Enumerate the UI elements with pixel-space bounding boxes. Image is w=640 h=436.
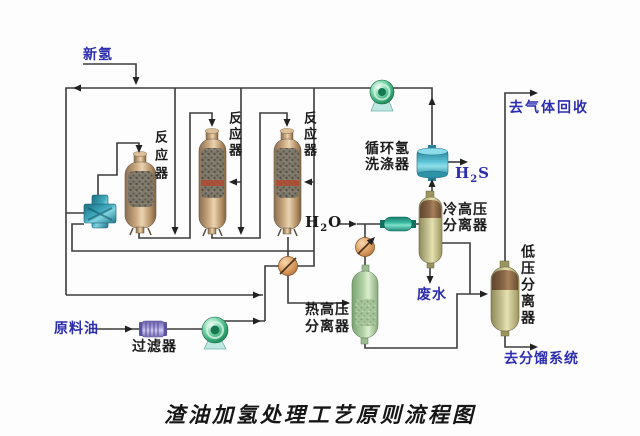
hot-hp-separator-label: 热高压 分离器 xyxy=(305,302,350,335)
h2s-label: H2S xyxy=(455,164,490,185)
air-cooler xyxy=(380,216,416,232)
h2o-label: H2O xyxy=(305,213,343,234)
feed-heat-exchanger xyxy=(278,256,298,276)
fresh-hydrogen-label: 新氢 xyxy=(83,47,113,63)
recycle-hydrogen-scrubber xyxy=(416,145,449,181)
reactor-3 xyxy=(273,128,302,237)
pipes xyxy=(65,63,530,349)
diagram-title: 渣油加氢处理工艺原则流程图 xyxy=(164,402,476,427)
effluent-heat-exchanger xyxy=(355,237,375,257)
feed-filter xyxy=(139,320,167,338)
reactor-1-label: 反应器 xyxy=(152,130,167,184)
lp-separator-label: 低压分离器 xyxy=(519,244,535,327)
filter-label: 过滤器 xyxy=(132,339,177,355)
furnace xyxy=(83,194,117,229)
recycle-compressor xyxy=(369,79,395,112)
reactor-1 xyxy=(124,151,157,236)
reactor-2-label: 反应器 xyxy=(226,111,241,159)
reactor-2 xyxy=(198,128,227,237)
lp-separator xyxy=(490,260,520,337)
recycle-scrubber-label: 循环氢 洗涤器 xyxy=(365,141,410,173)
feed-pump xyxy=(201,316,229,350)
gas-recovery-label: 去气体回收 xyxy=(509,100,589,116)
flow-arrows xyxy=(73,77,538,351)
cold-hp-separator-label: 冷高压 分离器 xyxy=(443,202,488,234)
waste-water-label: 废水 xyxy=(417,287,447,303)
reactor-3-label: 反应器 xyxy=(301,111,316,159)
to-fractionation-label: 去分馏系统 xyxy=(504,351,579,367)
cold-hp-separator xyxy=(418,190,443,269)
feed-oil-label: 原料油 xyxy=(54,321,99,337)
hot-hp-separator xyxy=(351,264,379,345)
